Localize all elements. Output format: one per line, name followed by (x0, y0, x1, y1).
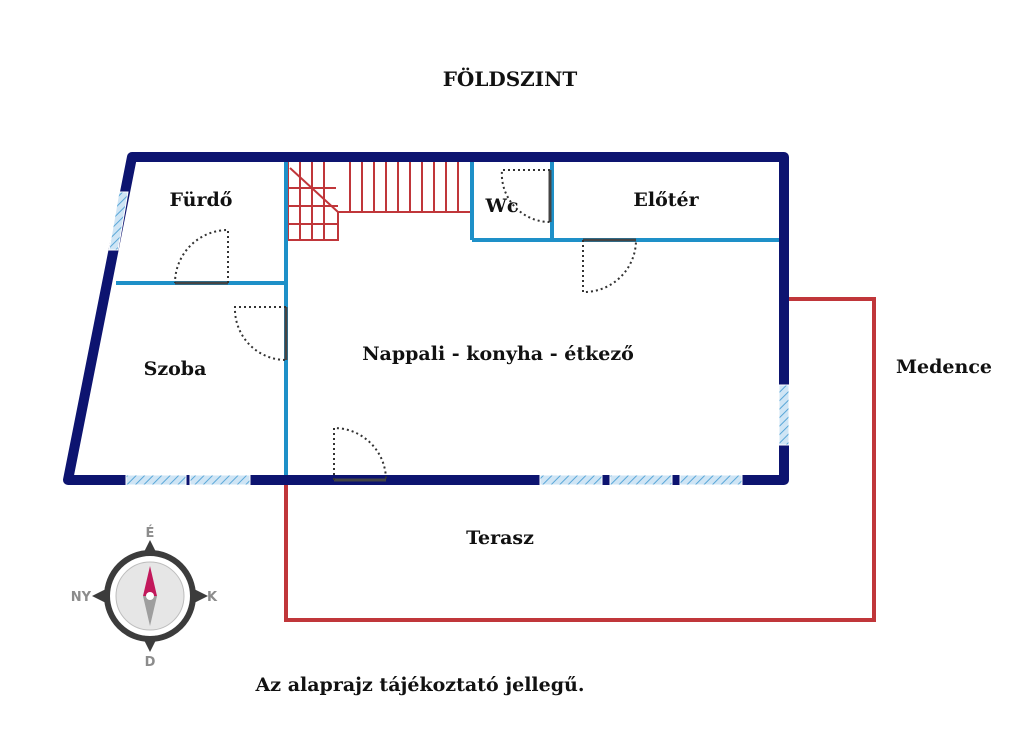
door (174, 228, 229, 285)
room-label-eloter: Előtér (633, 189, 699, 211)
door (500, 169, 552, 224)
doors (174, 169, 637, 482)
room-label-nappali: Nappali - konyha - étkező (362, 343, 634, 365)
compass: É D K NY (71, 525, 218, 670)
compass-center (146, 592, 154, 600)
compass-needle-south (143, 596, 157, 626)
compass-needle-north (143, 566, 157, 596)
room-label-medence: Medence (896, 356, 992, 378)
compass-east-label: K (207, 590, 218, 605)
room-label-furdo: Fürdő (170, 189, 233, 211)
terrace-outline (284, 297, 876, 622)
door (333, 426, 387, 482)
compass-south-label: D (145, 655, 156, 670)
compass-west-label: NY (71, 590, 92, 605)
window (778, 384, 790, 446)
room-label-szoba: Szoba (144, 358, 207, 380)
door (582, 238, 637, 294)
staircase (287, 162, 472, 241)
window (609, 474, 673, 486)
window (108, 191, 129, 251)
window (189, 474, 251, 486)
compass-north-label: É (146, 525, 155, 541)
outer-walls (63, 152, 789, 485)
plan-title: FÖLDSZINT (443, 66, 578, 91)
room-label-terasz: Terasz (466, 527, 534, 549)
room-label-wc: Wc (485, 195, 519, 217)
window (679, 474, 743, 486)
window (125, 474, 187, 486)
window (539, 474, 603, 486)
footnote: Az alaprajz tájékoztató jellegű. (255, 674, 585, 696)
windows (108, 191, 790, 486)
door (233, 306, 288, 361)
